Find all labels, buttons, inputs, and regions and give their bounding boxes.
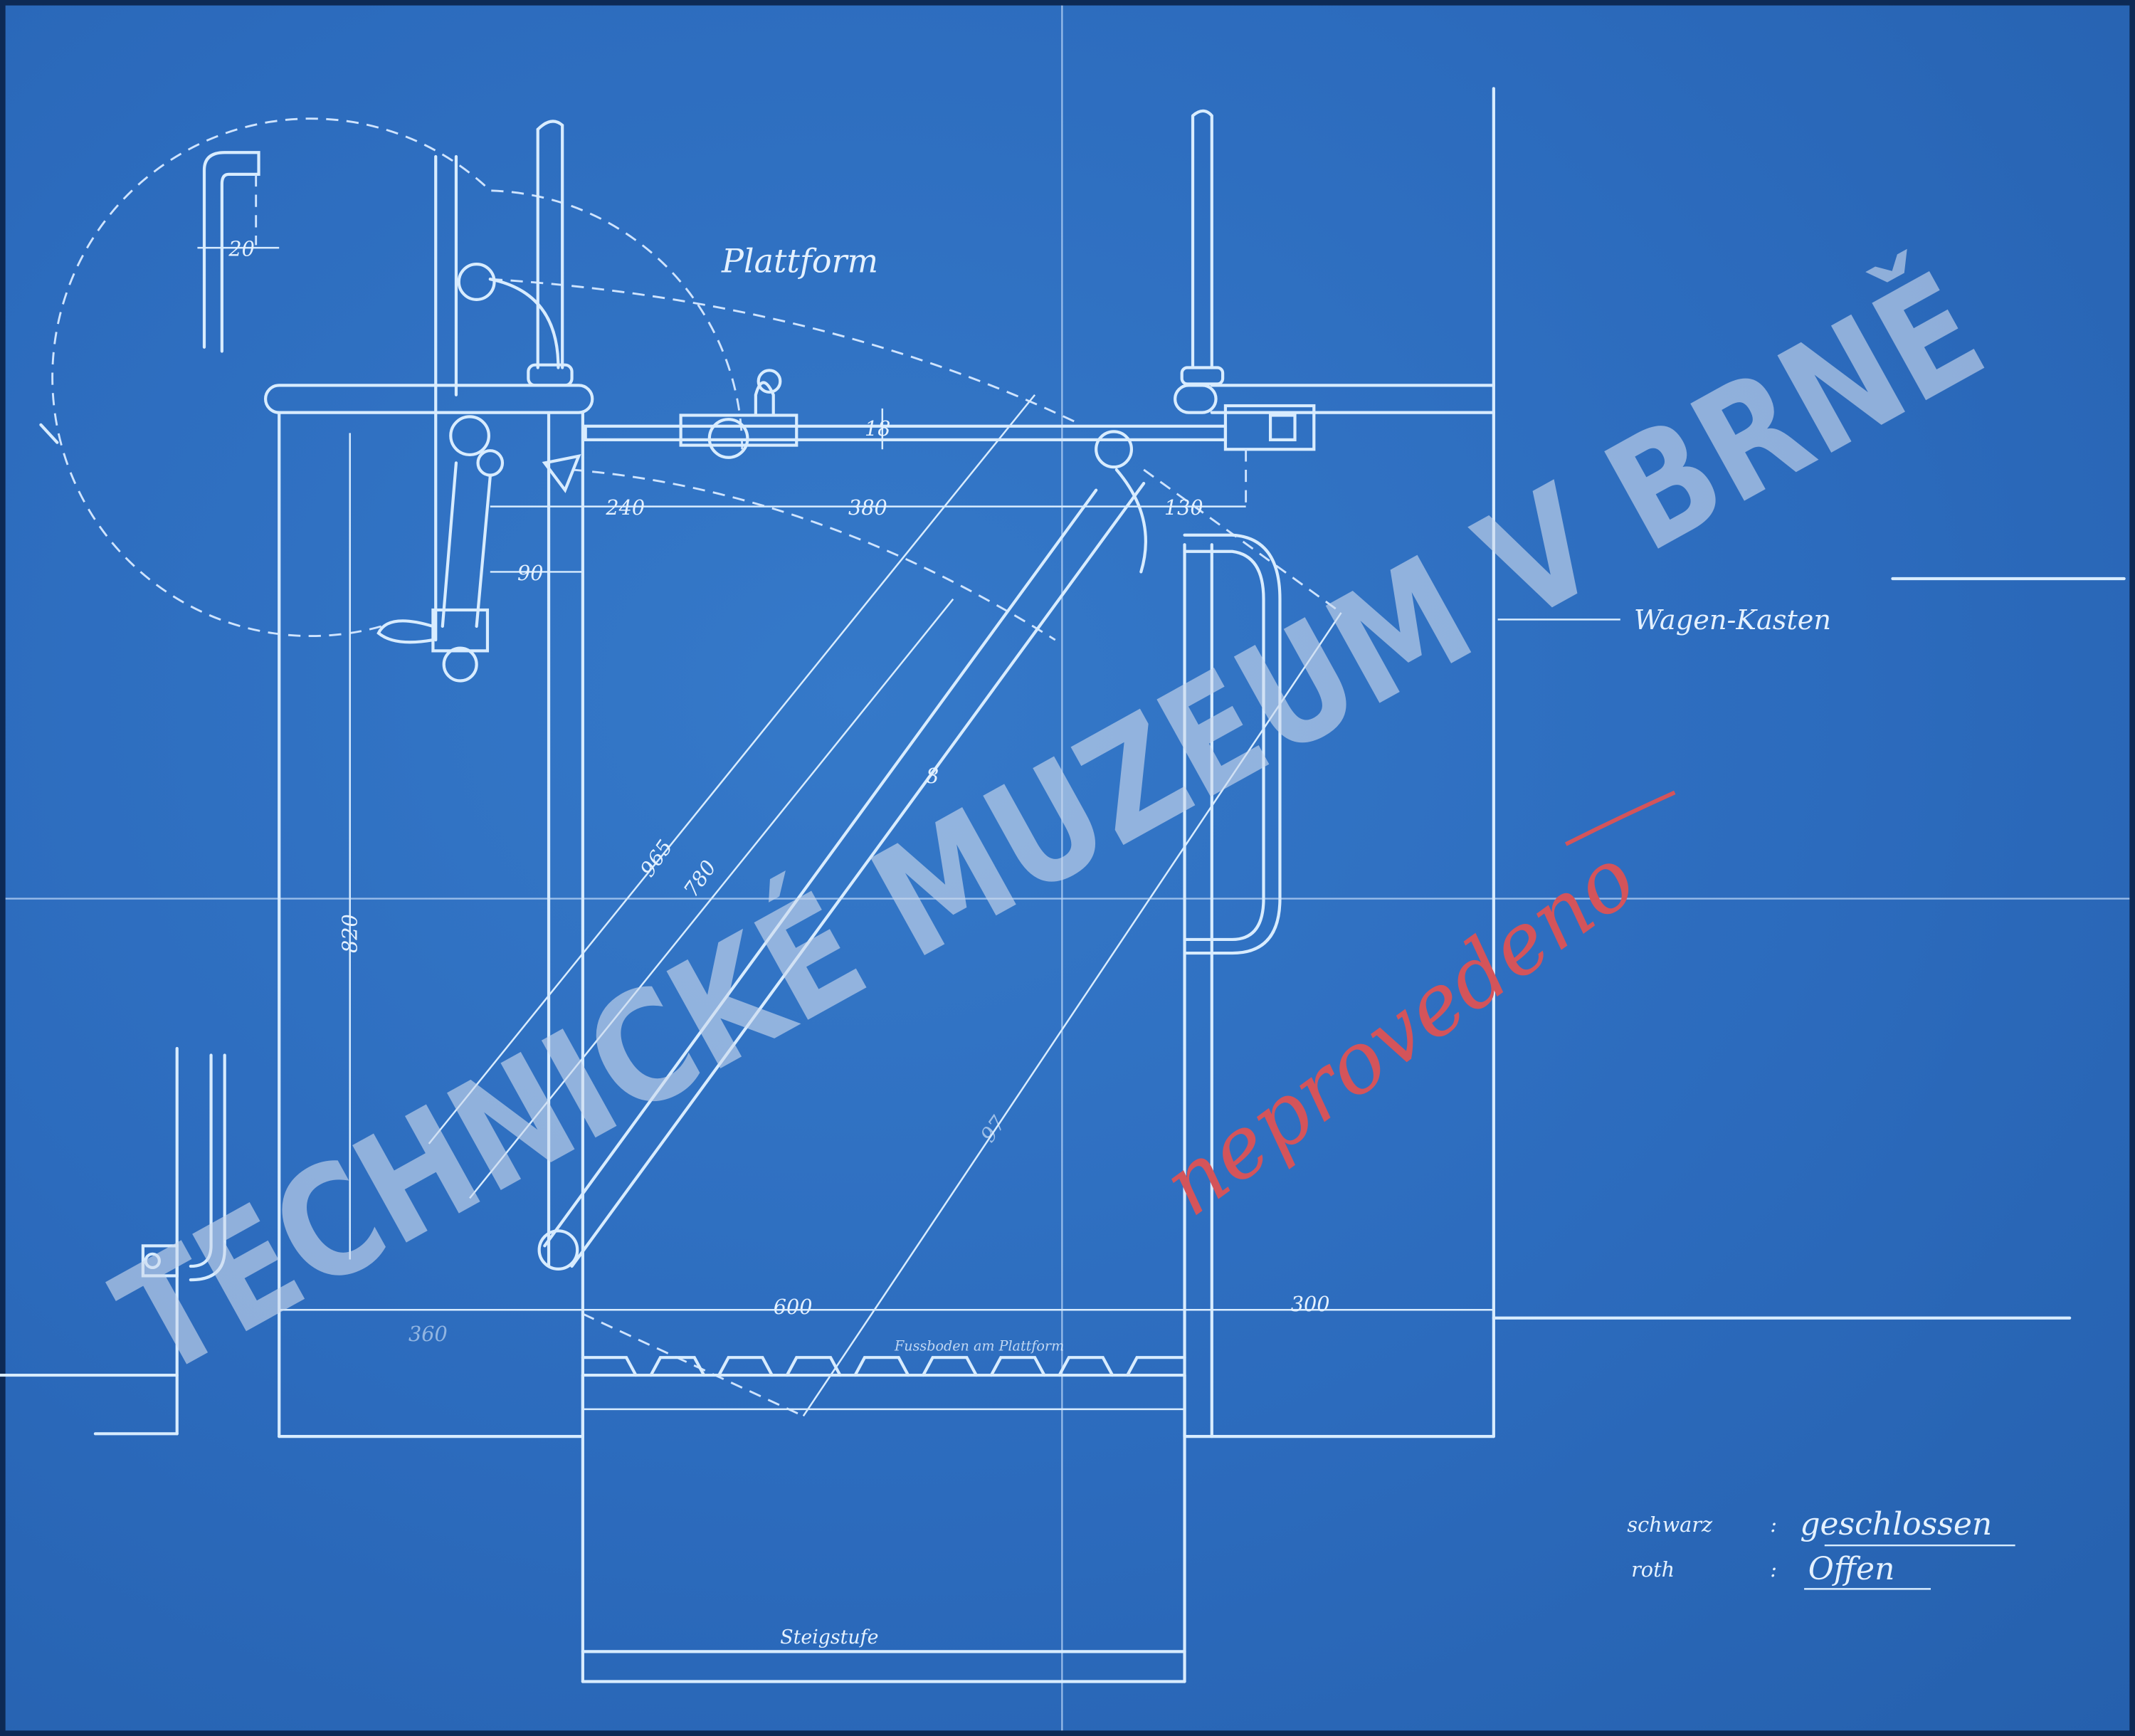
label-steigstufe: Steigstufe <box>780 1626 878 1648</box>
dim-90: 90 <box>517 561 544 585</box>
red-annotation: neprovedeno <box>1145 828 1653 1235</box>
legend: schwarz : geschlossen roth : Offen <box>1627 1506 2015 1590</box>
label-wagen-kasten: Wagen-Kasten <box>1634 604 1831 636</box>
legend-sep-1: : <box>1770 1513 1777 1537</box>
handle-detail <box>197 151 280 353</box>
legend-black-key: schwarz <box>1627 1513 1713 1537</box>
dim-240: 240 <box>605 495 645 520</box>
dim-965: 965 <box>635 836 677 881</box>
dim-600: 600 <box>774 1295 813 1319</box>
dim-8: 8 <box>926 764 939 788</box>
lower-left-detail <box>0 1046 226 1436</box>
legend-black-value: geschlossen <box>1800 1506 1992 1542</box>
swing-path-bottom <box>582 1312 804 1417</box>
dim-130: 130 <box>1164 495 1203 520</box>
red-annotation-tail <box>1564 790 1676 846</box>
platform-floor <box>581 1356 1186 1377</box>
label-fussboden: Fussboden am Plattform <box>894 1338 1064 1354</box>
dim-18: 18 <box>865 416 891 441</box>
dim-820: 820 <box>337 914 362 953</box>
edge-mark <box>39 423 59 444</box>
dimension-lines <box>279 408 1494 1311</box>
legend-red-value: Offen <box>1808 1551 1895 1587</box>
legend-sep-2: : <box>1770 1557 1777 1582</box>
swing-path-upper <box>490 278 1077 424</box>
left-frame <box>263 120 594 1438</box>
label-plattform: Plattform <box>721 242 878 280</box>
legend-red-key: roth <box>1631 1557 1675 1582</box>
dim-360: 360 <box>408 1322 448 1346</box>
diagonal-rod <box>428 394 1342 1417</box>
swing-arc <box>51 117 744 637</box>
dim-300: 300 <box>1291 1292 1330 1316</box>
dim-380: 380 <box>848 495 887 520</box>
watermark: TECHNICKÉ MUZEUM V BRNĚ <box>90 239 2010 1411</box>
dim-20: 20 <box>228 237 255 261</box>
swing-path-lower <box>571 468 1056 641</box>
dim-97: 97 <box>976 1111 1011 1147</box>
step-box <box>581 1373 1186 1683</box>
right-frame <box>1174 87 2126 1438</box>
